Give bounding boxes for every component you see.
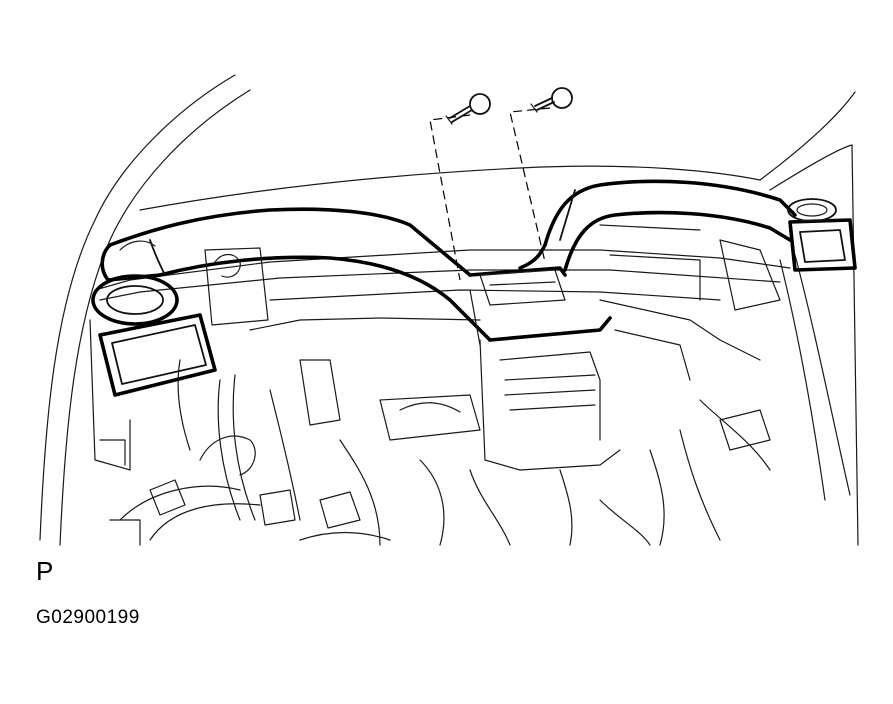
figure-id: G02900199 bbox=[36, 607, 140, 628]
windshield-frame bbox=[39, 74, 859, 546]
view-label: P bbox=[36, 556, 54, 586]
side-defroster-duct-left bbox=[91, 207, 612, 397]
clip-icon bbox=[530, 87, 573, 113]
side-defroster-duct-right bbox=[518, 179, 857, 311]
center-duct-bracket bbox=[469, 269, 566, 346]
screw-icon bbox=[445, 93, 491, 125]
dashboard-body bbox=[89, 249, 791, 546]
screw-leader-lines bbox=[429, 107, 551, 281]
wiring-harness-lower bbox=[109, 359, 771, 546]
